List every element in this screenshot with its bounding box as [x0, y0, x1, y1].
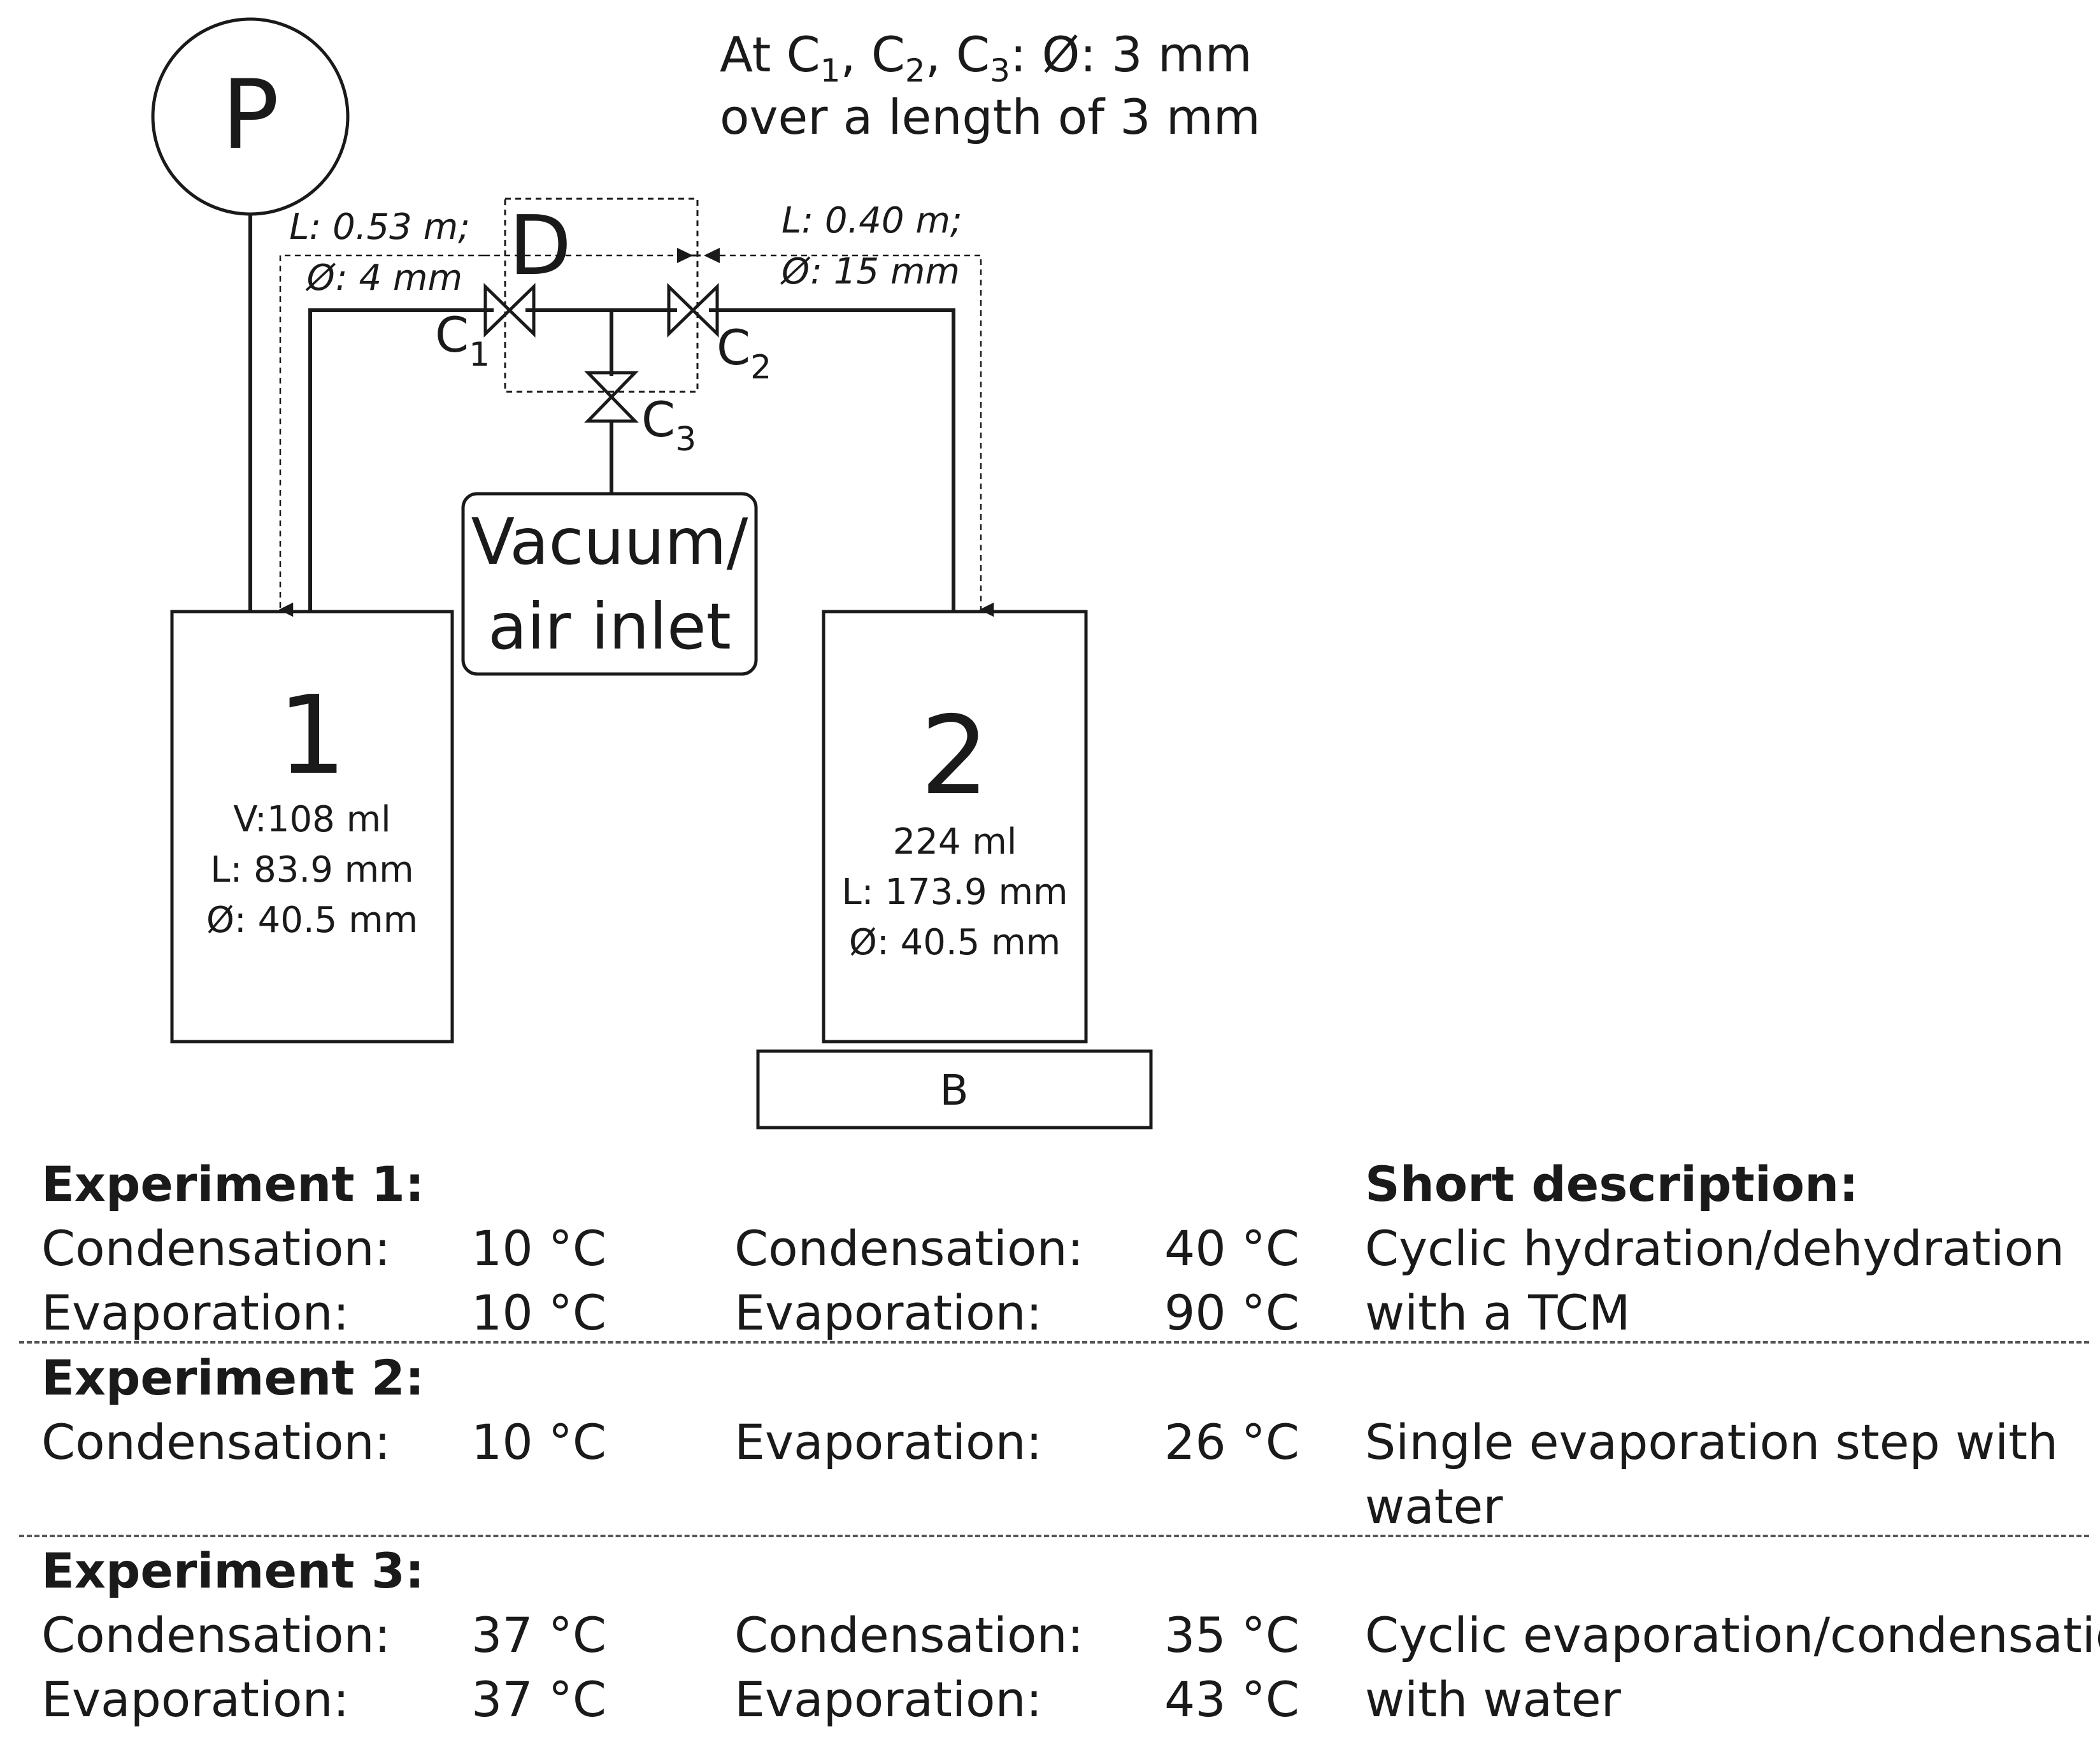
experiment-2-description-2: water — [1365, 1478, 1503, 1535]
experiment-1-v1-value-2: 10 °C — [471, 1284, 606, 1341]
valve-section-label: D — [509, 199, 572, 294]
experiment-1-v2-label-1: Condensation: — [734, 1220, 1084, 1277]
tube-right-diameter: Ø: 15 mm — [780, 251, 960, 292]
experiment-3-v2-label-1: Condensation: — [734, 1607, 1084, 1663]
vessel-2-diameter: Ø: 40.5 mm — [849, 922, 1061, 963]
experiment-3-title: Experiment 3: — [41, 1542, 425, 1599]
valve-c1 — [483, 283, 536, 338]
experiment-3-v1-value-2: 37 °C — [471, 1671, 606, 1728]
vessel-1-diameter: Ø: 40.5 mm — [206, 900, 418, 941]
inlet-label-line2: air inlet — [488, 589, 731, 664]
inlet-box — [461, 492, 758, 676]
experiment-1-v2-value-1: 40 °C — [1164, 1220, 1299, 1277]
valve-c1-label: C1 — [435, 306, 490, 374]
vessel-2-volume: 224 ml — [893, 821, 1017, 863]
length-indicator-right — [720, 254, 994, 617]
description-header: Short description: — [1365, 1156, 1859, 1212]
row-separator-2 — [19, 1535, 2089, 1537]
vessel-1-length: L: 83.9 mm — [210, 849, 413, 891]
orifice-note-line2: over a length of 3 mm — [720, 89, 1261, 145]
vessel-1 — [170, 610, 454, 1044]
experiment-2-v1-value-1: 10 °C — [471, 1414, 606, 1470]
experiment-1-description-1: Cyclic hydration/dehydration — [1365, 1220, 2065, 1277]
experiment-1-title: Experiment 1: — [41, 1156, 425, 1212]
bath-label: B — [939, 1066, 968, 1115]
experiment-1-description-2: with a TCM — [1365, 1284, 1631, 1341]
experiment-2-description-1: Single evaporation step with — [1365, 1414, 2059, 1470]
experiment-3-description-1: Cyclic evaporation/condensation — [1365, 1607, 2100, 1663]
experiment-1-v1-label-2: Evaporation: — [41, 1284, 350, 1341]
experiment-3-v2-value-1: 35 °C — [1164, 1607, 1299, 1663]
orifice-note-line1: At C1, C2, C3: Ø: 3 mm — [720, 26, 1252, 89]
tube-left — [308, 308, 494, 612]
experiment-3-v2-label-2: Evaporation: — [734, 1671, 1043, 1728]
vessel-2-number: 2 — [920, 693, 989, 819]
tube-right-length: L: 0.40 m; — [782, 200, 962, 241]
experiment-3-v1-label-2: Evaporation: — [41, 1671, 350, 1728]
experiment-2-v1-label-1: Condensation: — [41, 1414, 391, 1470]
valve-section-box — [504, 197, 699, 393]
valve-c3 — [584, 371, 639, 423]
experiment-2-v2-value-1: 26 °C — [1164, 1414, 1299, 1470]
experiment-3-v1-value-1: 37 °C — [471, 1607, 606, 1663]
inlet-label-line1: Vacuum/ — [471, 505, 748, 579]
experiment-3-description-2: with water — [1365, 1671, 1621, 1728]
vessel-1-volume: V:108 ml — [233, 799, 390, 840]
valve-c2 — [667, 283, 719, 338]
vessel-2 — [822, 610, 1088, 1044]
row-separator-1 — [19, 1341, 2089, 1344]
tube-right — [709, 308, 955, 612]
length-arrow-right — [677, 248, 693, 263]
tube-left-diameter: Ø: 4 mm — [306, 257, 462, 299]
experiment-1-v1-label-1: Condensation: — [41, 1220, 391, 1277]
length-indicator-left — [278, 254, 484, 617]
length-arrow-left — [704, 248, 720, 263]
valve-c2-label: C2 — [717, 319, 771, 387]
experiment-1-v1-value-1: 10 °C — [471, 1220, 606, 1277]
tube-left-length: L: 0.53 m; — [289, 206, 470, 248]
setup-schematic: P C1 C2 C3 D L: 0.53 m; Ø: 4 mm L: 0.40 … — [151, 17, 1261, 1130]
valve-c3-label: C3 — [641, 391, 696, 459]
experiment-2-title: Experiment 2: — [41, 1349, 425, 1406]
bath — [756, 1049, 1153, 1130]
experiment-3-v1-label-1: Condensation: — [41, 1607, 391, 1663]
experiment-1-v2-value-2: 90 °C — [1164, 1284, 1299, 1341]
experiment-3-v2-value-2: 43 °C — [1164, 1671, 1299, 1728]
vessel-1-number: 1 — [278, 673, 346, 799]
experiment-1-v2-label-2: Evaporation: — [734, 1284, 1043, 1341]
experiment-2-v2-label-1: Evaporation: — [734, 1414, 1043, 1470]
pressure-gauge-label: P — [222, 60, 279, 171]
vessel-2-length: L: 173.9 mm — [841, 872, 1068, 913]
